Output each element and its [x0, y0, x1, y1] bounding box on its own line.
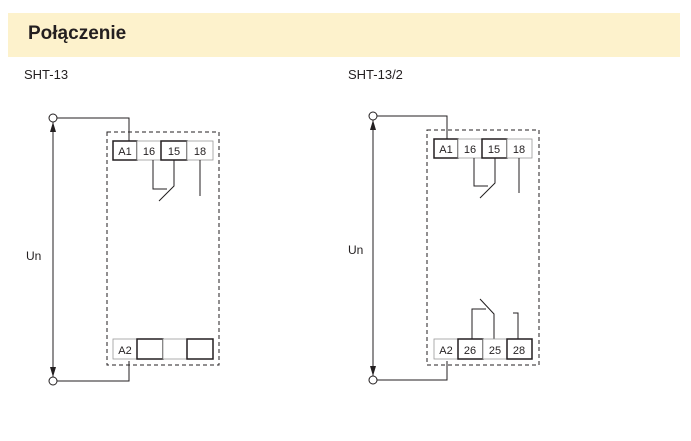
model-label-sht-13: SHT-13 [24, 67, 69, 82]
contact1-nc-line [473, 158, 488, 187]
terminal-label-16: 16 [464, 144, 476, 156]
supply-wire-a1 [377, 115, 448, 139]
section-title: Połączenie [28, 23, 127, 44]
terminal-label-28: 28 [513, 345, 525, 357]
supply-wire-a1 [57, 117, 130, 141]
arrow-up-icon [370, 120, 376, 130]
section-header: Połączenie [8, 13, 680, 57]
arrow-down-icon [50, 367, 56, 377]
arrow-down-icon [370, 366, 376, 376]
terminal-label-15: 15 [168, 146, 180, 158]
contact2-no-line [513, 312, 519, 339]
device-outline [426, 129, 540, 366]
terminal-empty-3 [186, 338, 214, 360]
terminal-28 [506, 338, 533, 360]
terminal-label-15: 15 [488, 144, 500, 156]
terminal-label-25: 25 [489, 345, 501, 357]
supply-wire-a2 [57, 361, 130, 382]
arrow-up-icon [50, 122, 56, 132]
terminal-circle-bottom [368, 375, 378, 385]
contact-nc-line [152, 160, 167, 190]
supply-wire-a2 [377, 361, 448, 381]
device-outline [106, 131, 220, 366]
contact1-common-line [479, 158, 496, 199]
terminal-circle-top [48, 113, 58, 123]
contact2-nc-line [471, 308, 486, 339]
terminal-circle-bottom [48, 376, 58, 386]
terminal-label-a2: A2 [118, 345, 131, 357]
terminal-label-16: 16 [143, 146, 155, 158]
terminal-label-a1: A1 [118, 146, 131, 158]
contact2-common-line [479, 298, 495, 339]
terminal-label-a1: A1 [439, 144, 452, 156]
voltage-label: Un [348, 243, 363, 257]
voltage-label: Un [26, 249, 41, 263]
terminal-label-18: 18 [513, 144, 525, 156]
terminal-circle-top [368, 111, 378, 121]
terminal-label-26: 26 [464, 345, 476, 357]
contact-common-line [158, 160, 175, 202]
model-label-sht-13-2: SHT-13/2 [348, 67, 403, 82]
terminal-label-a2: A2 [439, 345, 452, 357]
terminal-label-18: 18 [194, 146, 206, 158]
